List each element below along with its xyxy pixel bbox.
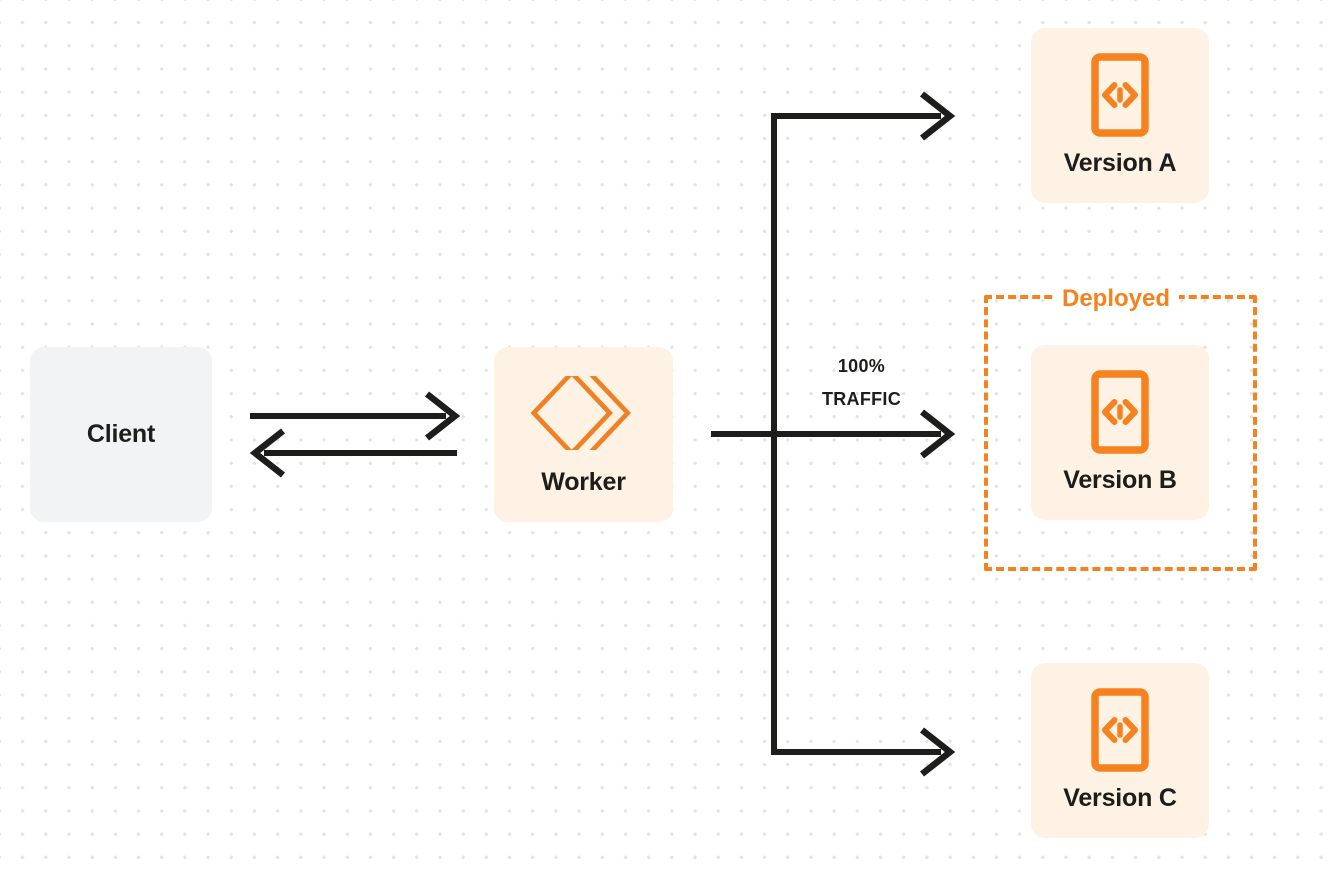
code-document-icon <box>1091 53 1149 137</box>
cloudflare-workers-logo-icon <box>530 372 638 454</box>
arrow-client-to-worker <box>250 391 461 441</box>
traffic-percent: 100% <box>837 356 886 376</box>
traffic-label: 100% TRAFFIC <box>789 350 934 416</box>
node-version-b[interactable]: Version B <box>1031 345 1209 520</box>
node-worker-label: Worker <box>541 468 626 496</box>
code-document-icon <box>1091 688 1149 772</box>
node-client-label: Client <box>86 420 156 448</box>
arrow-worker-to-client <box>249 428 457 478</box>
arrow-worker-to-version-a <box>771 91 956 141</box>
node-version-a-label: Version A <box>1063 149 1177 177</box>
node-worker[interactable]: Worker <box>494 347 673 522</box>
arrow-worker-to-version-b <box>711 409 956 459</box>
arrow-worker-to-version-c <box>771 727 956 777</box>
node-version-c[interactable]: Version C <box>1031 663 1209 838</box>
code-document-icon <box>1091 370 1149 454</box>
node-version-a[interactable]: Version A <box>1031 28 1209 203</box>
traffic-caption: TRAFFIC <box>821 389 902 409</box>
node-version-b-label: Version B <box>1063 466 1177 494</box>
deployed-group-label: Deployed <box>1053 285 1180 313</box>
node-version-c-label: Version C <box>1063 784 1177 812</box>
node-client[interactable]: Client <box>30 347 212 522</box>
deployed-group-outline <box>984 295 1257 571</box>
